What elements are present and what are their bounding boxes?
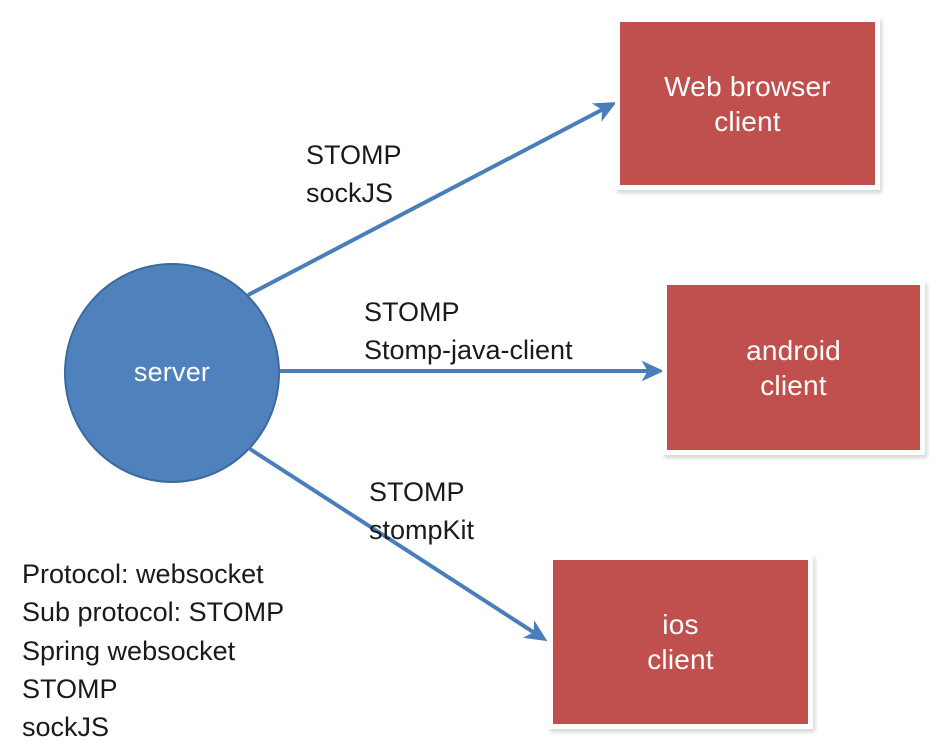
connector-label-web: STOMP sockJS bbox=[306, 136, 402, 213]
connector-label-android-protocol: STOMP bbox=[364, 297, 460, 327]
node-ios-client[interactable]: ios client bbox=[548, 555, 813, 729]
node-web-browser-client-label: Web browser client bbox=[664, 69, 831, 139]
connector-label-android: STOMP Stomp-java-client bbox=[364, 293, 573, 370]
connector-label-ios: STOMP stompKit bbox=[369, 473, 474, 550]
node-web-browser-client[interactable]: Web browser client bbox=[615, 17, 880, 190]
notes-line-stomp: STOMP bbox=[22, 673, 118, 704]
notes-block: Protocol: websocket Sub protocol: STOMP … bbox=[22, 555, 284, 747]
notes-line-spring: Spring websocket bbox=[22, 635, 236, 666]
node-android-client[interactable]: android client bbox=[662, 280, 925, 455]
connector-label-ios-protocol: STOMP bbox=[369, 477, 465, 507]
node-ios-client-label: ios client bbox=[647, 607, 714, 677]
node-ios-client-line1: ios bbox=[662, 609, 699, 640]
node-server-label: server bbox=[133, 357, 211, 388]
node-android-client-label: android client bbox=[746, 333, 841, 403]
connector-label-android-library: Stomp-java-client bbox=[364, 335, 573, 366]
connector-label-web-protocol: STOMP bbox=[306, 140, 402, 170]
notes-line-protocol: Protocol: websocket bbox=[22, 559, 264, 589]
notes-line-sockjs: sockJS bbox=[22, 712, 110, 743]
node-ios-client-line2: client bbox=[647, 644, 714, 675]
node-web-browser-client-line2: client bbox=[714, 105, 781, 137]
node-android-client-line2: client bbox=[760, 369, 827, 401]
notes-line-sub-protocol: Sub protocol: STOMP bbox=[22, 597, 285, 628]
connector-server-to-web bbox=[247, 102, 617, 297]
connector-label-ios-library: stompKit bbox=[369, 515, 475, 546]
node-web-browser-client-line1: Web browser bbox=[664, 70, 831, 102]
node-android-client-line1: android bbox=[746, 334, 841, 366]
node-server[interactable]: server bbox=[64, 263, 280, 483]
connector-label-web-library: sockJS bbox=[306, 178, 394, 209]
